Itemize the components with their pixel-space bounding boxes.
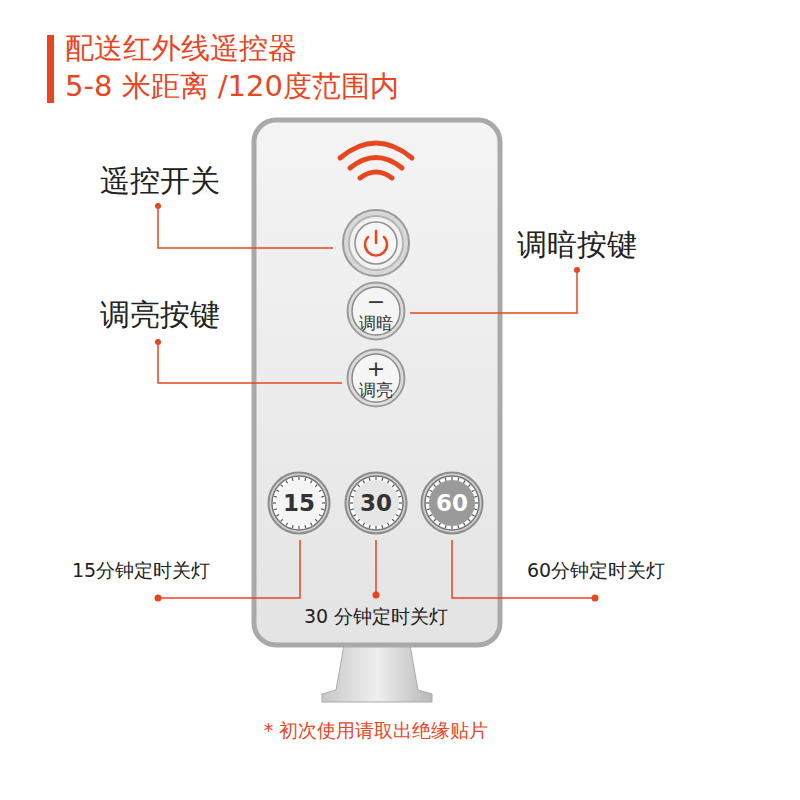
brighten-button: + 调亮 [346,348,406,408]
timer-minutes: 60 [436,492,468,515]
button-label: 调亮 [359,382,393,399]
dim-button: − 调暗 [346,281,406,341]
button-face: 30 [344,471,408,535]
button-label: + [367,358,385,380]
timer-minutes: 15 [283,492,315,515]
timer-button: 15 [267,471,331,535]
ir-signal-icon [340,143,412,178]
callout-label: 调暗按键 [517,228,637,263]
power-button [343,210,409,276]
button-face: − 调暗 [346,281,406,341]
range-note: 5-8 米距离 /120度范围内 [65,70,399,103]
leader-lines [158,206,595,598]
remote-stand [322,645,432,702]
button-face: 60 [420,471,484,535]
button-label: − [367,291,385,313]
callout-label: 30 分钟定时关灯 [304,606,448,628]
timer-button: 60 [420,471,484,535]
accent-bar [47,35,54,103]
button-face: 15 [267,471,331,535]
callout-label: 调亮按键 [100,298,220,333]
callout-label: 15分钟定时关灯 [72,560,210,582]
button-label: 调暗 [359,315,393,332]
usage-note: * 初次使用请取出绝缘贴片 [264,720,489,742]
button-face: + 调亮 [346,348,406,408]
leader-dots [155,203,599,602]
callout-label: 遥控开关 [100,164,220,199]
callout-label: 60分钟定时关灯 [527,560,665,582]
timer-minutes: 30 [360,492,392,515]
timer-button: 30 [344,471,408,535]
title: 配送红外线遥控器 [65,32,297,65]
